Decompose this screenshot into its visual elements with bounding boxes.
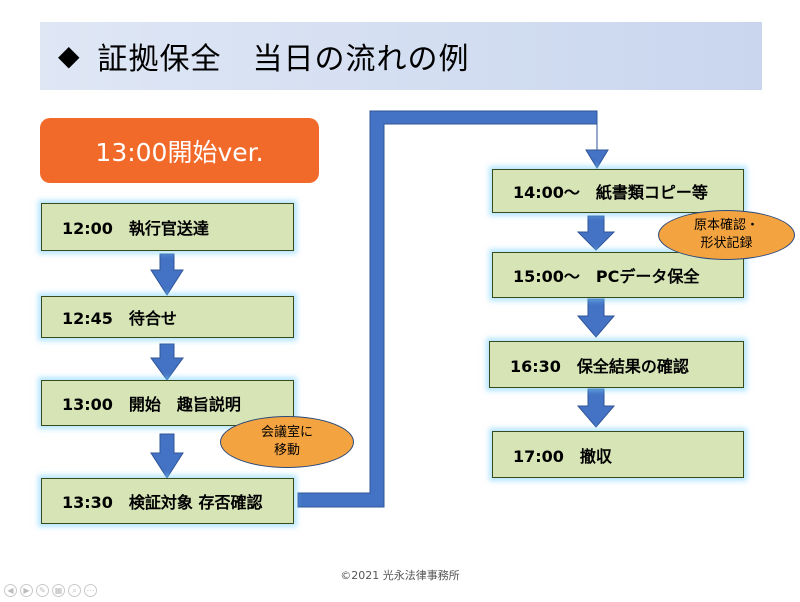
previous-slide-icon[interactable]: ◀ <box>4 584 17 597</box>
slide-title: 証拠保全 当日の流れの例 <box>97 42 470 77</box>
arrow-down-icon <box>576 298 616 338</box>
step-1245-meetup: 12:45 待合せ <box>41 296 294 338</box>
arrow-down-icon <box>150 343 184 381</box>
slideshow-controls: ◀ ▶ ✎ ▦ ⌕ ⋯ <box>4 584 97 597</box>
note-move-to-room: 会議室に 移動 <box>220 416 354 468</box>
arrow-down-icon <box>576 388 616 428</box>
step-1230-delivery: 12:00 執行官送達 <box>41 203 294 251</box>
step-1330-confirm: 13:30 検証対象 存否確認 <box>41 478 294 524</box>
arrow-down-icon <box>576 215 616 251</box>
step-1700-withdraw: 17:00 撤収 <box>492 431 744 478</box>
more-options-icon[interactable]: ⋯ <box>84 584 97 597</box>
next-slide-icon[interactable]: ▶ <box>20 584 33 597</box>
start-version-badge: 13:00開始ver. <box>40 118 319 183</box>
step-1630-verify: 16:30 保全結果の確認 <box>489 341 744 388</box>
title-bar: ◆ 証拠保全 当日の流れの例 <box>40 22 762 90</box>
step-1400-copy: 14:00～ 紙書類コピー等 <box>492 169 744 213</box>
copyright-footer: ©2021 光永法律事務所 <box>340 569 460 582</box>
pen-icon[interactable]: ✎ <box>36 584 49 597</box>
note-original-record: 原本確認・ 形状記録 <box>658 210 795 260</box>
note-line: 原本確認・ <box>693 218 759 234</box>
diamond-bullet-icon: ◆ <box>58 39 80 72</box>
step-1500-pc-data: 15:00～ PCデータ保全 <box>492 252 744 298</box>
zoom-icon[interactable]: ⌕ <box>68 584 81 597</box>
note-line: 会議室に <box>260 425 313 441</box>
arrow-down-icon <box>150 253 184 296</box>
step-1300-start: 13:00 開始 趣旨説明 <box>41 380 294 426</box>
note-line: 形状記録 <box>700 236 753 251</box>
slides-grid-icon[interactable]: ▦ <box>52 584 65 597</box>
arrow-down-icon <box>150 433 184 479</box>
note-line: 移動 <box>273 443 300 458</box>
elbow-connector <box>297 110 609 508</box>
